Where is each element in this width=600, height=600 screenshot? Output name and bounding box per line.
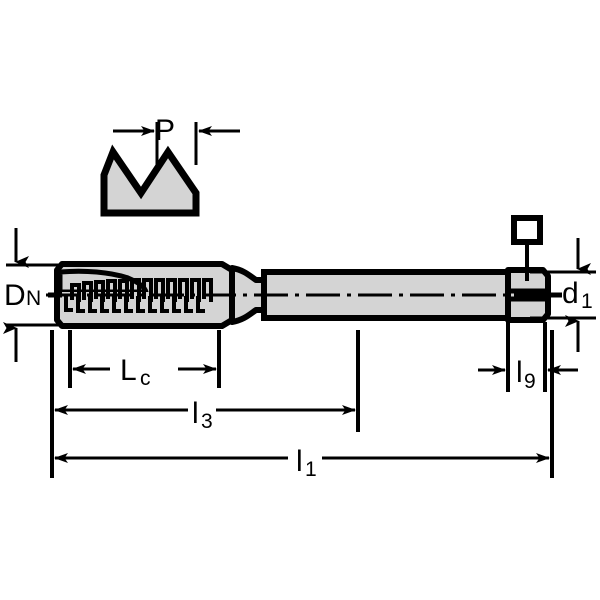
d1-label: d <box>562 277 579 310</box>
square-symbol-icon <box>511 215 543 245</box>
l9-label-subscript: 9 <box>524 370 536 393</box>
lc-label-subscript: c <box>140 367 151 390</box>
pitch-label: P <box>155 114 175 147</box>
dn-label-subscript: N <box>26 287 41 310</box>
dimension-square-length: l 9 <box>478 322 578 393</box>
dimension-thread-length: l 3 <box>50 330 360 433</box>
l3-label-subscript: 3 <box>201 410 213 433</box>
square-drive-callout <box>511 215 543 281</box>
dimension-overall-length: l 1 <box>50 330 554 481</box>
l3-label: l <box>192 397 199 430</box>
thread-teeth-lower <box>64 296 205 313</box>
tap-body <box>46 261 560 329</box>
lc-label: L <box>120 354 137 387</box>
dn-label: D <box>4 279 26 312</box>
l1-label-subscript: 1 <box>305 458 317 481</box>
dimension-chamfer-length: L c <box>68 330 221 390</box>
d1-label-subscript: 1 <box>581 290 593 313</box>
thread-pitch-detail: P <box>100 114 240 217</box>
thread-profile-shape <box>100 144 200 217</box>
dimension-shank-diameter: d 1 <box>530 238 596 352</box>
thread-teeth <box>70 278 213 302</box>
l9-label: l <box>516 356 523 389</box>
l1-label: l <box>296 445 303 478</box>
dimension-nominal-diameter: D N <box>3 228 70 362</box>
